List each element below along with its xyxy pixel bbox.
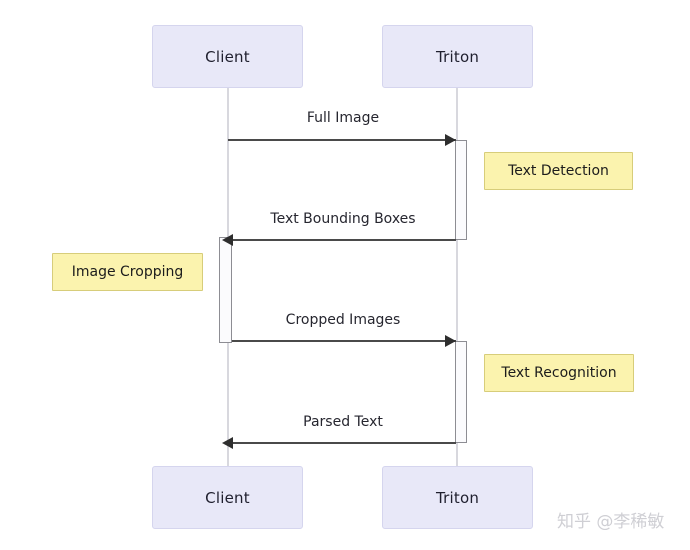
note-text-detection-label: Text Detection — [508, 163, 609, 179]
message-arrowhead-text-bounding-boxes — [222, 234, 233, 246]
participant-triton-bottom[interactable]: Triton — [382, 466, 533, 529]
participant-triton-top[interactable]: Triton — [382, 25, 533, 88]
note-text-recognition-label: Text Recognition — [501, 365, 617, 381]
message-line-cropped-images — [232, 340, 456, 342]
lifeline-triton — [456, 88, 458, 466]
note-image-cropping[interactable]: Image Cropping — [52, 253, 203, 291]
note-image-cropping-label: Image Cropping — [71, 264, 184, 280]
message-arrowhead-cropped-images — [445, 335, 456, 347]
message-label-full-image: Full Image — [306, 110, 380, 126]
message-label-text-bounding-boxes: Text Bounding Boxes — [270, 211, 416, 227]
participant-triton-top-label: Triton — [435, 47, 480, 66]
participant-client-top[interactable]: Client — [152, 25, 303, 88]
message-line-full-image — [228, 139, 456, 141]
message-line-parsed-text — [228, 442, 456, 444]
participant-triton-bottom-label: Triton — [435, 488, 480, 507]
message-label-cropped-images: Cropped Images — [285, 312, 401, 328]
watermark: 知乎 @李稀敏 — [557, 512, 665, 532]
participant-client-bottom[interactable]: Client — [152, 466, 303, 529]
note-text-recognition[interactable]: Text Recognition — [484, 354, 634, 392]
participant-client-top-label: Client — [205, 47, 250, 66]
message-label-parsed-text: Parsed Text — [303, 414, 383, 430]
message-arrowhead-parsed-text — [222, 437, 233, 449]
activation-triton-detection — [455, 140, 467, 240]
note-text-detection[interactable]: Text Detection — [484, 152, 633, 190]
participant-client-bottom-label: Client — [205, 488, 250, 507]
message-line-text-bounding-boxes — [228, 239, 456, 241]
activation-triton-recognition — [455, 341, 467, 443]
message-arrowhead-full-image — [445, 134, 456, 146]
